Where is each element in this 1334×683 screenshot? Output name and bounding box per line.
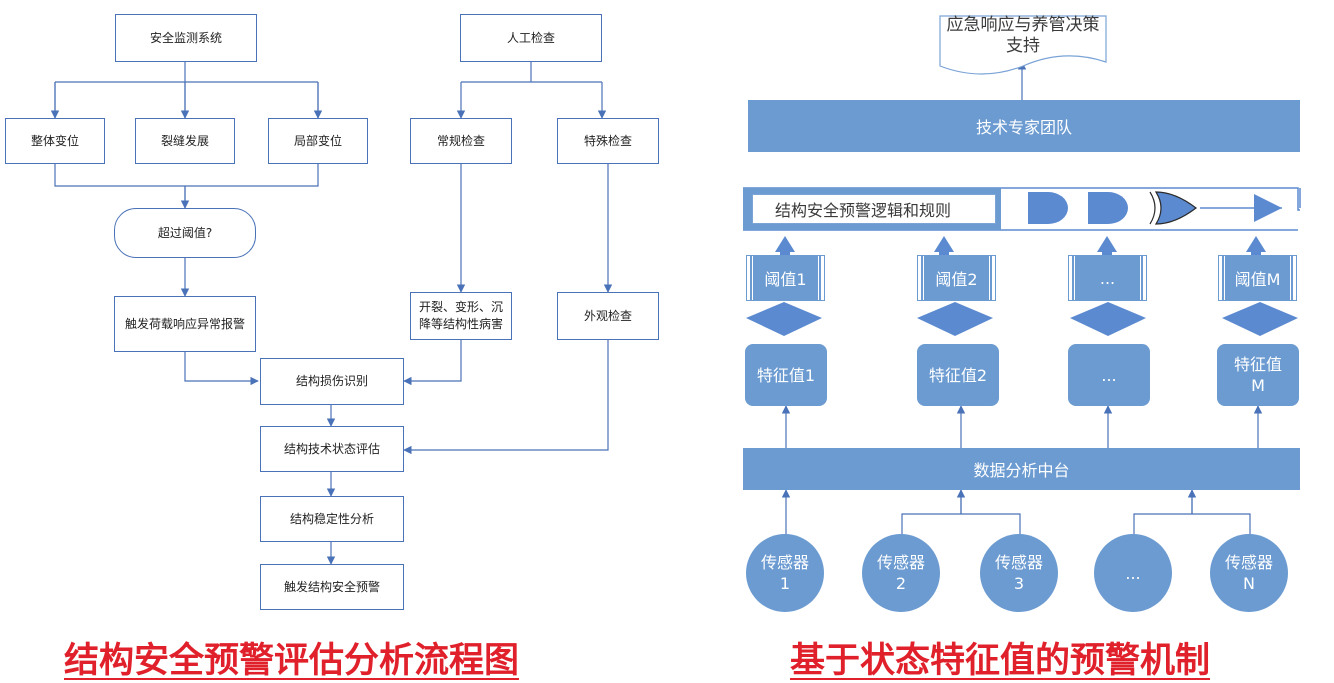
sensor-label-1: 传感器 1 xyxy=(760,553,809,593)
safety-monitoring-node: 安全监测系统 xyxy=(115,14,257,62)
manual-inspection-node: 人工检查 xyxy=(460,14,602,62)
left-diagram-title: 结构安全预警评估分析流程图 xyxy=(64,641,520,681)
sensor-label-2: 传感器 2 xyxy=(876,553,925,593)
threshold-box-4: 阈值M xyxy=(1218,255,1297,301)
connector-monitoring xyxy=(54,62,319,118)
connector-manual xyxy=(461,62,602,83)
decision-support-label: 应急响应与养管决策 支持 xyxy=(946,15,1100,56)
feature-label-4: 特征值 M xyxy=(1233,355,1282,395)
buffer-gate xyxy=(1254,194,1282,222)
safety-monitoring-label: 安全监测系统 xyxy=(149,30,222,45)
stability-analysis-label: 结构稳定性分析 xyxy=(289,511,374,526)
feature-label-1: 特征值1 xyxy=(756,365,816,385)
threshold-label-1: 阈值1 xyxy=(764,270,807,289)
trigger-warning-label: 触发结构安全预警 xyxy=(283,579,380,594)
crack-development-node: 裂缝发展 xyxy=(135,118,235,164)
rules-label: 结构安全预警逻辑和规则 xyxy=(775,201,952,220)
sensor-node-n: 传感器 N xyxy=(1210,534,1288,612)
data-platform-bar: 数据分析中台 xyxy=(743,448,1300,490)
stability-analysis-node: 结构稳定性分析 xyxy=(260,496,404,542)
diamond-1 xyxy=(746,302,822,336)
damage-identification-node: 结构损伤识别 xyxy=(260,358,404,405)
expert-team-label: 技术专家团队 xyxy=(975,118,1072,137)
sensor-node-3: 传感器 3 xyxy=(980,534,1058,612)
sensor-label-more: ... xyxy=(1125,563,1141,583)
threshold-label-3: ... xyxy=(1099,268,1116,288)
exceed-threshold-decision: 超过阈值? xyxy=(114,208,256,258)
appearance-inspection-label: 外观检查 xyxy=(583,308,632,323)
sensor-label-3: 传感器 3 xyxy=(994,553,1043,593)
xor-gate-input-arc xyxy=(1149,191,1156,225)
trigger-load-alarm-node: 触发荷载响应异常报警 xyxy=(114,296,256,352)
crack-development-label: 裂缝发展 xyxy=(160,133,209,148)
local-deformation-node: 局部变位 xyxy=(268,118,368,164)
connector-merge xyxy=(54,164,319,208)
arrow-up-1 xyxy=(775,236,795,256)
appearance-inspection-node: 外观检查 xyxy=(557,292,659,340)
manual-inspection-label: 人工检查 xyxy=(506,30,555,45)
and-gate-1 xyxy=(1028,192,1068,224)
threshold-box-1: 阈值1 xyxy=(746,255,825,301)
damage-identification-label: 结构损伤识别 xyxy=(295,374,368,388)
threshold-label-2: 阈值2 xyxy=(935,270,978,289)
trigger-warning-node: 触发结构安全预警 xyxy=(260,564,404,610)
connector-rules-frame xyxy=(743,187,1301,231)
arrow-up-2 xyxy=(934,236,954,256)
feature-box-2: 特征值2 xyxy=(917,344,999,406)
expert-team-bar: 技术专家团队 xyxy=(748,100,1300,152)
overall-deformation-node: 整体变位 xyxy=(5,118,105,164)
structural-defects-node: 开裂、变形、沉 降等结构性病害 xyxy=(410,292,512,340)
and-gate-2 xyxy=(1088,192,1128,224)
overall-deformation-label: 整体变位 xyxy=(30,133,79,148)
routine-inspection-label: 常规检查 xyxy=(436,133,485,148)
rules-label-box: 结构安全预警逻辑和规则 xyxy=(752,194,996,224)
sensor-node-2: 传感器 2 xyxy=(862,534,940,612)
sensor-node-more: ... xyxy=(1094,534,1172,612)
diamond-3 xyxy=(1070,302,1146,336)
special-inspection-label: 特殊检查 xyxy=(583,133,632,148)
sensor-node-1: 传感器 1 xyxy=(746,534,824,612)
feature-box-1: 特征值1 xyxy=(745,344,827,406)
sensor-label-n: 传感器 N xyxy=(1224,553,1273,593)
trigger-load-alarm-label: 触发荷载响应异常报警 xyxy=(124,316,245,331)
exceed-threshold-label: 超过阈值? xyxy=(157,225,213,240)
diamond-2 xyxy=(917,302,993,336)
diamond-4 xyxy=(1222,302,1298,336)
routine-inspection-node: 常规检查 xyxy=(410,118,512,164)
decision-support-node: 应急响应与养管决策 支持 xyxy=(940,14,1106,58)
technical-assessment-label: 结构技术状态评估 xyxy=(283,441,380,456)
xor-gate xyxy=(1154,191,1197,225)
feature-label-2: 特征值2 xyxy=(928,365,988,385)
document-shape xyxy=(939,15,1107,75)
threshold-label-4: 阈值M xyxy=(1234,270,1281,289)
threshold-box-2: 阈值2 xyxy=(917,255,996,301)
arrow-up-3 xyxy=(1097,236,1117,256)
feature-box-3: ... xyxy=(1068,344,1150,406)
local-deformation-label: 局部变位 xyxy=(293,133,342,148)
feature-label-3: ... xyxy=(1101,365,1117,385)
data-platform-label: 数据分析中台 xyxy=(973,461,1070,480)
arrow-up-4 xyxy=(1246,236,1266,256)
threshold-box-3: ... xyxy=(1068,255,1147,301)
technical-assessment-node: 结构技术状态评估 xyxy=(260,426,404,472)
special-inspection-node: 特殊检查 xyxy=(557,118,659,164)
right-diagram-title: 基于状态特征值的预警机制 xyxy=(790,641,1211,681)
structural-defects-label: 开裂、变形、沉 降等结构性病害 xyxy=(418,300,503,331)
feature-box-4: 特征值 M xyxy=(1217,344,1299,406)
